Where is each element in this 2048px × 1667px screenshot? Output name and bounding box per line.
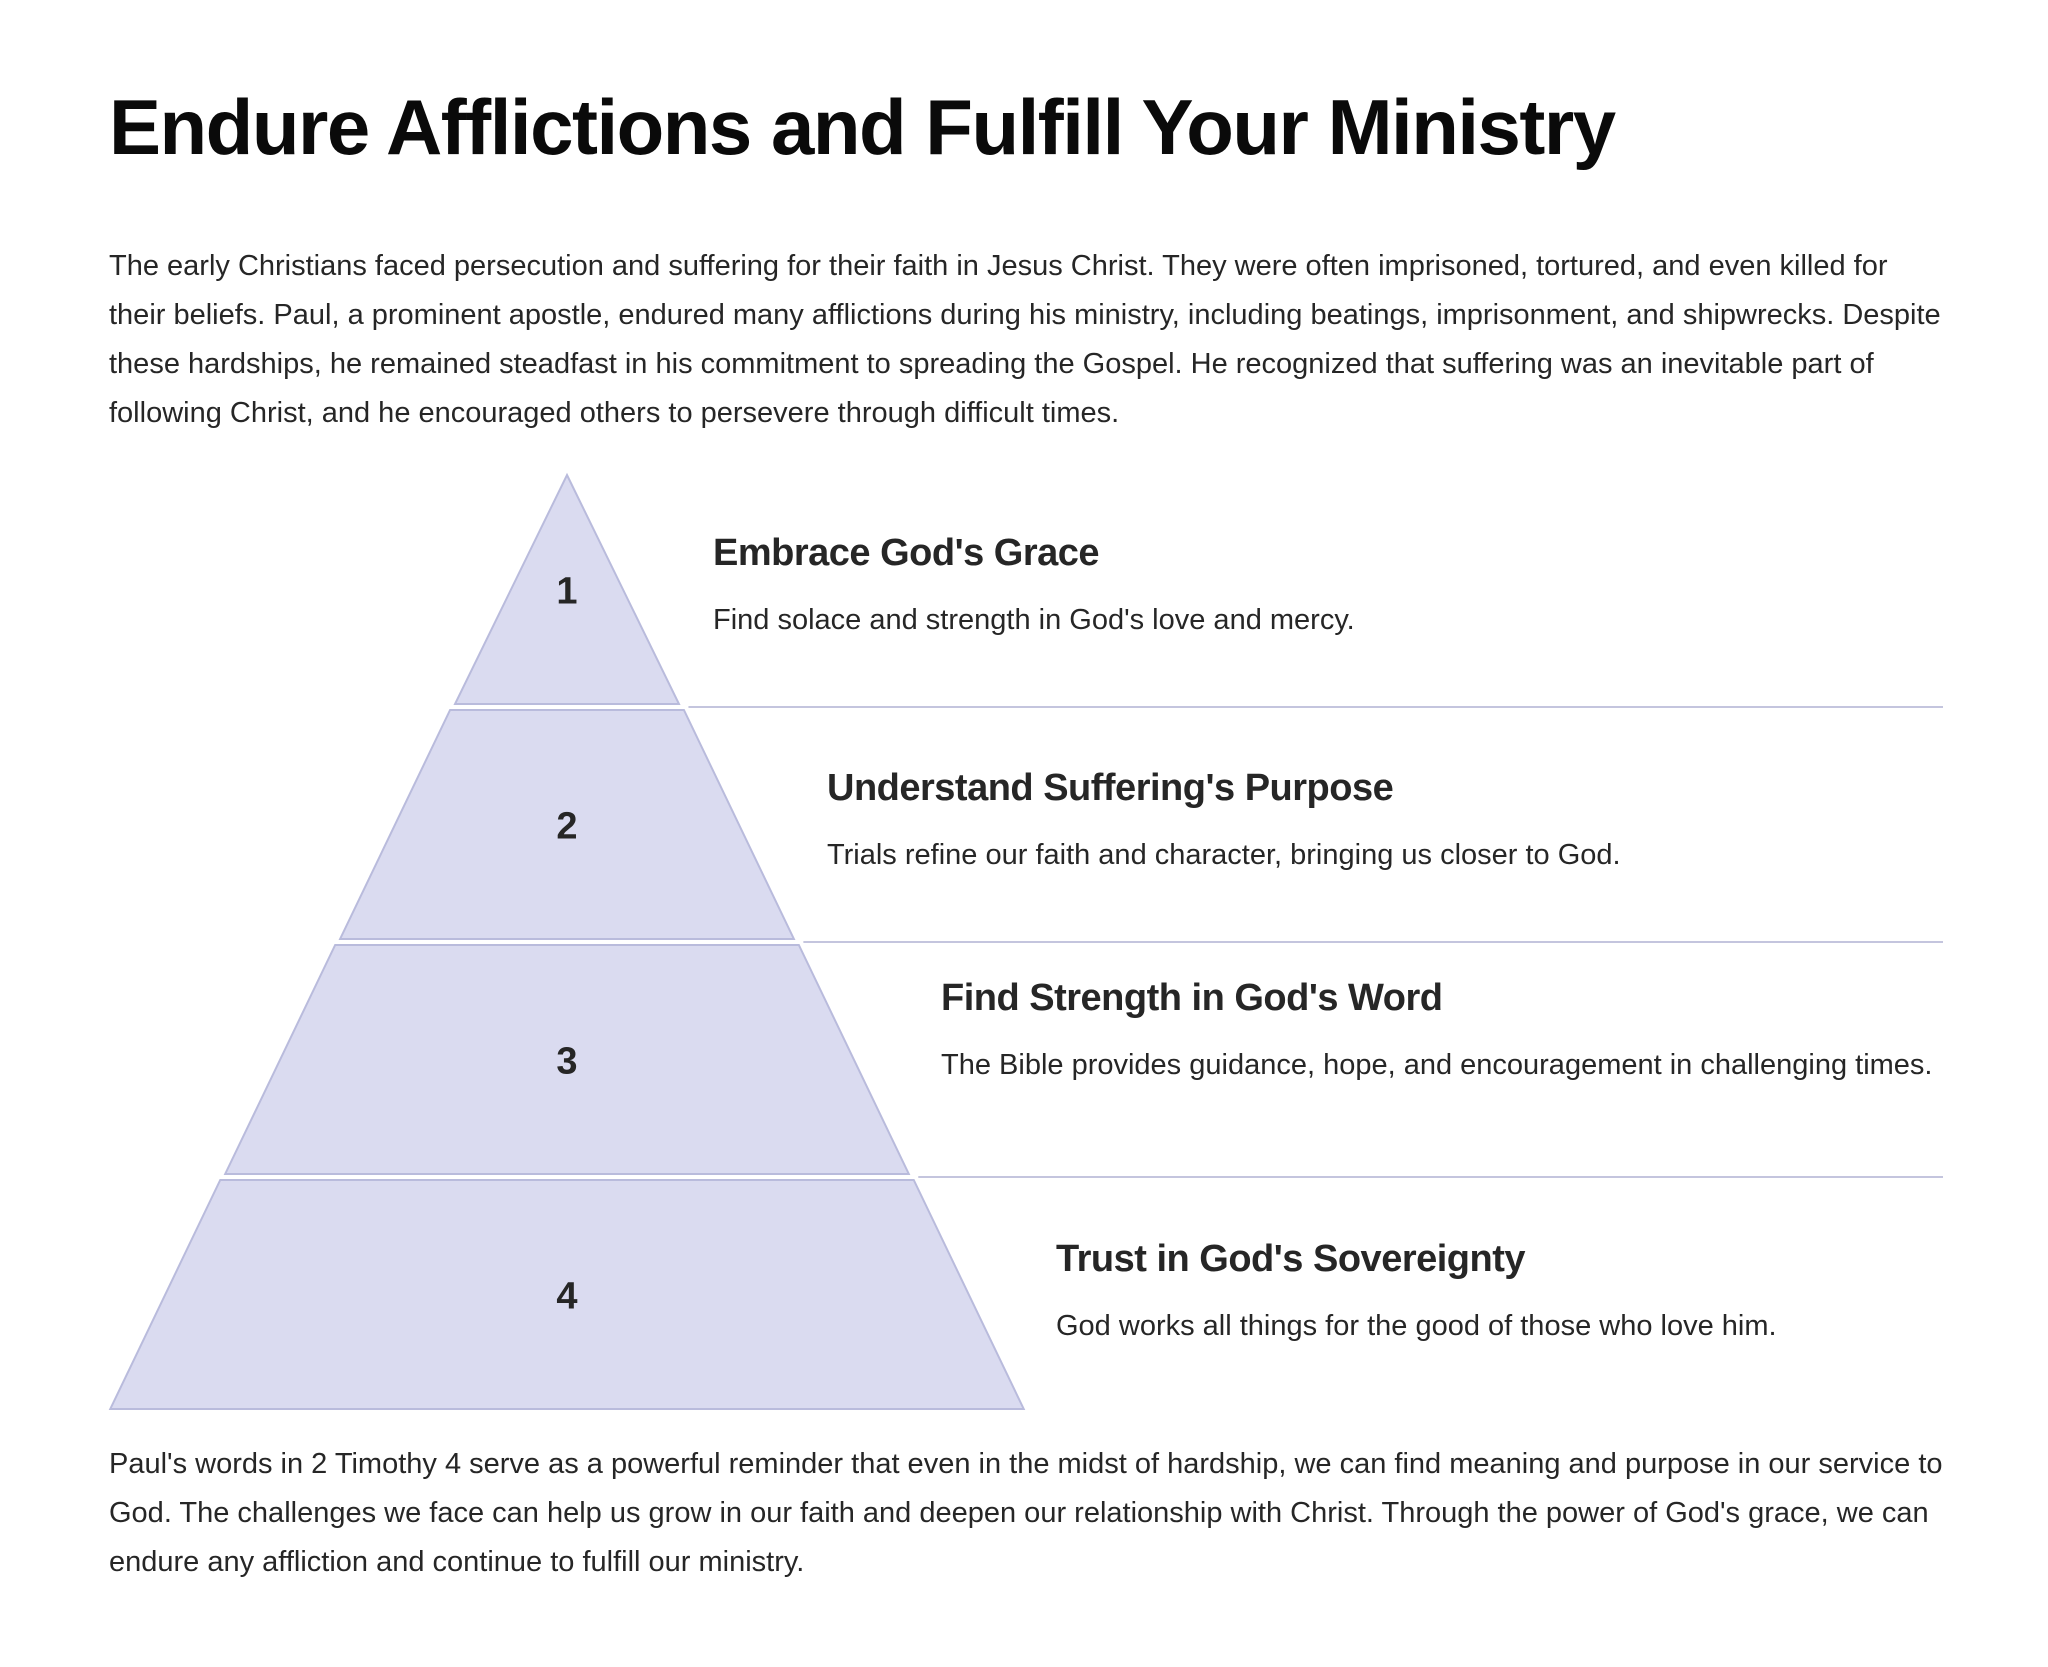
level-description: Find solace and strength in God's love a…	[713, 604, 1355, 636]
level-heading: Understand Suffering's Purpose	[827, 767, 1394, 809]
pyramid-level-2	[338, 709, 796, 940]
pyramid-level-3	[223, 944, 911, 1175]
pyramid-level-1	[453, 472, 681, 705]
level-heading: Embrace God's Grace	[713, 532, 1100, 574]
intro-paragraph: The early Christians faced persecution a…	[109, 250, 1941, 429]
level-2-text: Understand Suffering's Purpose Trials re…	[827, 765, 1938, 880]
level-description: Trials refine our faith and character, b…	[827, 839, 1621, 871]
level-heading: Find Strength in God's Word	[941, 977, 1443, 1019]
level-3-text: Find Strength in God's Word The Bible pr…	[941, 975, 1938, 1090]
pyramid-level-number: 3	[556, 1041, 577, 1083]
pyramid-level-number: 4	[556, 1276, 577, 1318]
closing-paragraph: Paul's words in 2 Timothy 4 serve as a p…	[109, 1448, 1943, 1578]
level-description: God works all things for the good of tho…	[1056, 1310, 1777, 1342]
level-1-text: Embrace God's Grace Find solace and stre…	[713, 530, 1938, 645]
pyramid-level-4	[108, 1179, 1026, 1410]
level-4-text: Trust in God's Sovereignty God works all…	[1056, 1236, 1938, 1351]
level-heading: Trust in God's Sovereignty	[1056, 1238, 1526, 1280]
pyramid-level-number: 2	[556, 806, 577, 848]
pyramid-level-number: 1	[556, 571, 577, 613]
level-description: The Bible provides guidance, hope, and e…	[941, 1049, 1933, 1081]
page-title: Endure Afflictions and Fulfill Your Mini…	[109, 83, 1616, 171]
